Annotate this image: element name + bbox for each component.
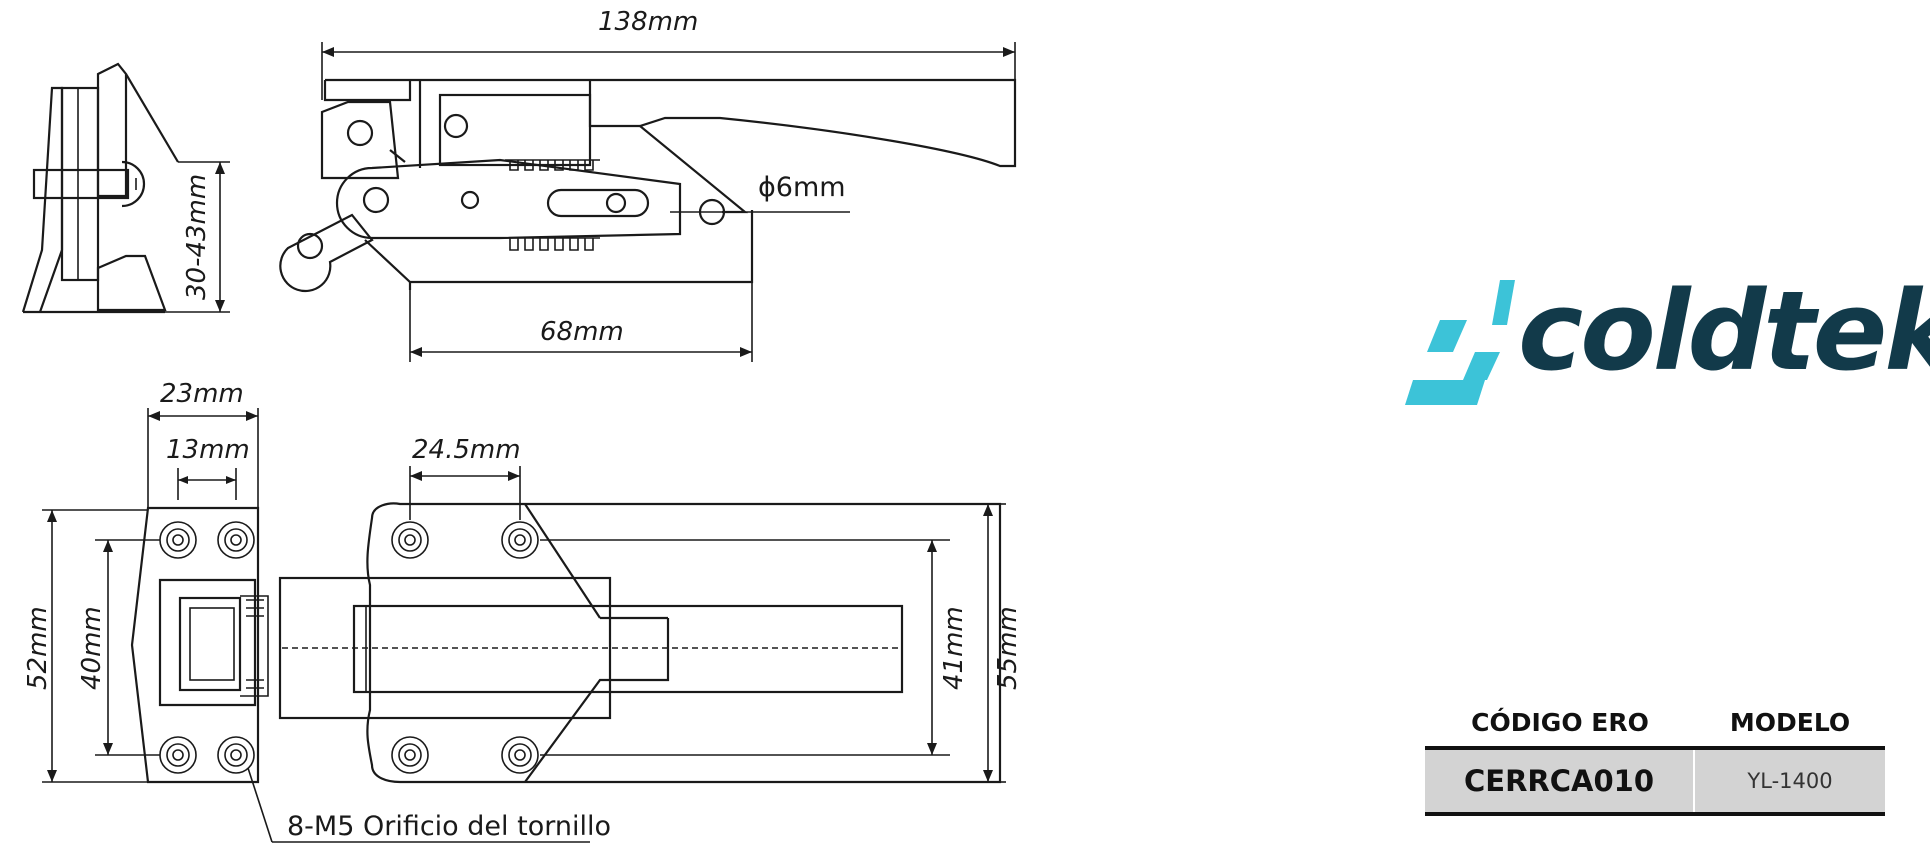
hole-diameter-label: ϕ6mm (758, 172, 846, 203)
spring-teeth-top (505, 159, 600, 251)
thickness-label: 30-43mm (182, 174, 212, 300)
coldtek-logo-mark (1405, 280, 1515, 405)
screw-note: 8-M5 Orificio del tornillo (287, 811, 611, 842)
hinge-height-label: 52mm (23, 606, 53, 690)
spec-table: CÓDIGO ERO MODELO CERRCA010 YL-1400 (1425, 698, 1885, 816)
product-model: YL-1400 (1747, 769, 1833, 793)
header-model: MODELO (1729, 707, 1851, 737)
side-view: 30-43mm (21, 62, 230, 314)
latch-holes (391, 521, 539, 774)
base-length-label: 68mm (540, 317, 624, 347)
hinge-width-label: 23mm (160, 379, 244, 409)
latch-hole-spacing-label: 24.5mm (412, 435, 521, 465)
front-view: 23mm 13mm 52mm 40mm (23, 379, 1023, 843)
handle-view: 138mm ϕ6mm (279, 7, 1017, 362)
coldtek-logo-wordmark: coldtek (1518, 267, 1930, 395)
latch-hole-span-label: 41mm (939, 606, 969, 690)
latch-height-label: 55mm (993, 606, 1023, 690)
overall-length-label: 138mm (598, 7, 698, 37)
spec-table-row: CERRCA010 YL-1400 (1425, 746, 1885, 816)
hinge-hole-span-label: 40mm (77, 606, 107, 690)
hinge-hole-spacing-label: 13mm (166, 435, 250, 465)
header-code: CÓDIGO ERO (1471, 707, 1649, 737)
spec-table-header: CÓDIGO ERO MODELO (1425, 698, 1885, 746)
product-code: CERRCA010 (1425, 750, 1695, 812)
